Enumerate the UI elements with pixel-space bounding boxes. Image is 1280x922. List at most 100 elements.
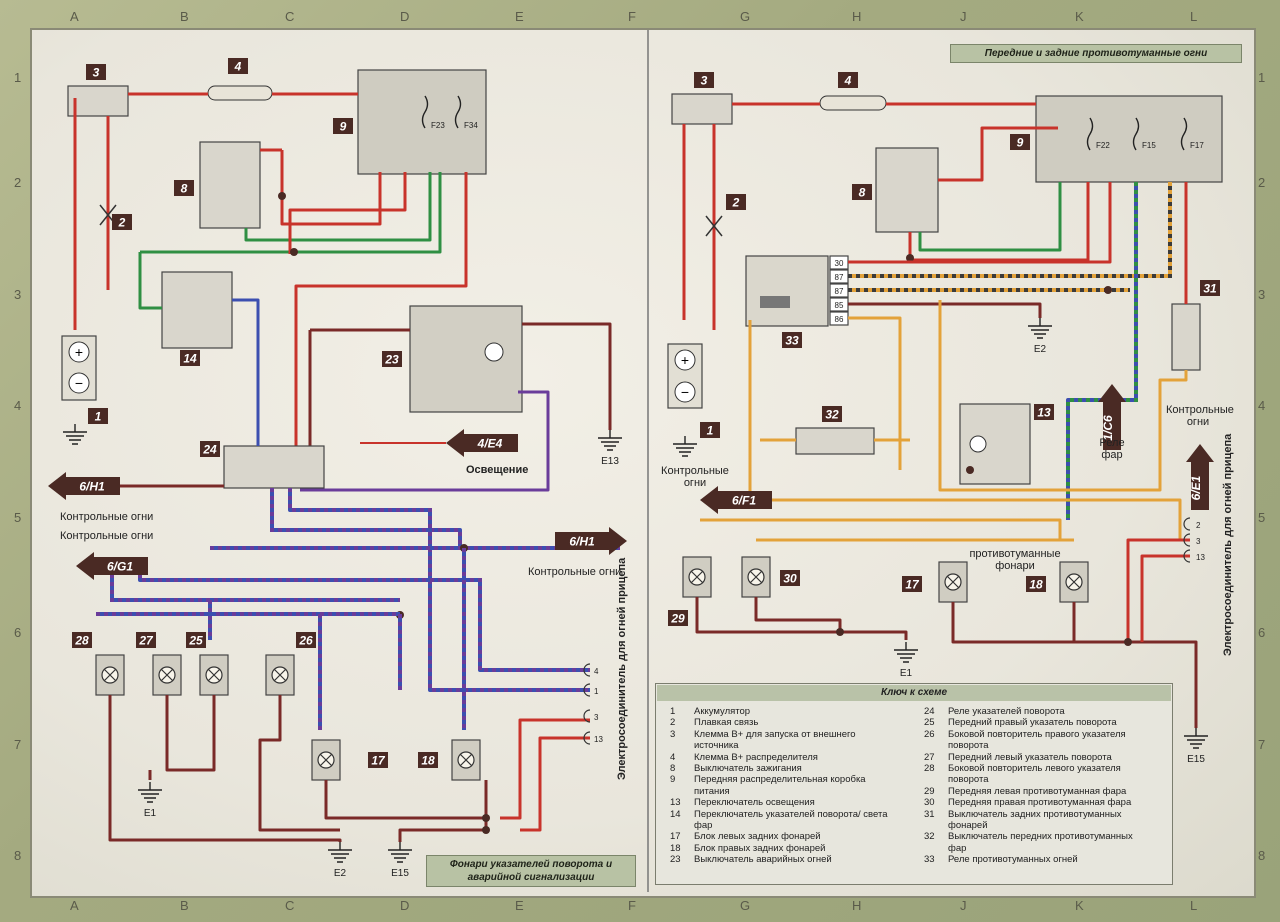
left-return-26 — [258, 695, 340, 832]
right-comp-3-block — [671, 93, 733, 125]
left-hazard-ground-wire — [522, 322, 612, 430]
left-fuse-symbol — [421, 95, 429, 129]
left-comp-18-label-bg — [418, 752, 438, 768]
grid-number-left: 1 — [14, 70, 22, 85]
right-arrow-6-f1: 6/F1 — [732, 494, 756, 508]
left-rear-return — [324, 780, 488, 820]
right-comp-30-label: 30 — [783, 572, 797, 586]
right-relay-junction — [1104, 286, 1112, 294]
right-comp-4-label: 4 — [844, 74, 852, 88]
right-fuse-symbol — [1132, 117, 1140, 151]
left-comp-25-label-bg — [186, 632, 206, 648]
right-battery-minus — [674, 381, 696, 403]
right-relay-pin: 86 — [835, 315, 844, 324]
grid-number-left: 3 — [14, 287, 22, 302]
right-arrow-1-c6-shape — [1098, 384, 1126, 450]
left-pin-13: 13 — [594, 735, 603, 744]
left-battery-minus — [68, 372, 90, 394]
left-ground-e1: E1 — [144, 808, 157, 819]
left-hazard-lamp — [484, 342, 504, 362]
left-comp-27-label-bg — [136, 632, 156, 648]
left-ground-e13: E13 — [601, 456, 619, 467]
left-arrow-4-e4: 4/E4 — [477, 437, 503, 451]
left-ign-wire — [280, 150, 382, 226]
left-comp-28-label-bg — [72, 632, 92, 648]
legend-number: 33 — [924, 854, 935, 866]
right-trailer-connector-label: Электросоединитель для огней прицепа — [1222, 433, 1234, 656]
right-comp-17-label: 17 — [905, 578, 920, 592]
left-comp-27-label: 27 — [138, 634, 154, 648]
right-comp-17-label-bg — [902, 576, 922, 592]
right-comp-18-label: 18 — [1029, 578, 1043, 592]
left-blue-purple-4-stripe — [110, 566, 400, 602]
left-rear-red-1 — [500, 718, 590, 820]
grid-letter-top: G — [740, 9, 751, 24]
left-lamp-17-bulb-cross — [320, 754, 332, 766]
grid-letter-top: L — [1190, 9, 1198, 24]
right-rear-red — [1126, 538, 1190, 642]
legend-text: Клемма B+ распределителя — [694, 751, 818, 763]
right-comp-32-label: 32 — [825, 408, 839, 422]
right-ground-e2-symbol — [1028, 318, 1052, 339]
right-fuse-f15-wire — [1066, 182, 1138, 520]
grid-number-left: 7 — [14, 737, 22, 752]
right-comp-13-label-bg — [1034, 404, 1054, 420]
left-lamp-26-bulb-cross — [274, 669, 286, 681]
right-fuse-symbol — [1180, 117, 1188, 151]
left-comp-24-label-bg — [200, 441, 220, 457]
grid-letter-bottom: L — [1190, 898, 1198, 913]
right-pin-2-shape — [1183, 517, 1191, 531]
left-comp-8-switch — [199, 141, 261, 229]
lighting-label: Освещение — [466, 464, 529, 476]
left-pin-1: 1 — [594, 687, 599, 696]
legend-text: Передний правый указатель поворота — [948, 717, 1117, 729]
left-comp-24-relay — [223, 445, 325, 489]
right-relay-pin: 85 — [835, 301, 844, 310]
grid-number-right: 6 — [1258, 625, 1266, 640]
left-comp-24-label: 24 — [202, 443, 217, 457]
left-arrow-6-g1: 6/G1 — [107, 560, 133, 574]
grid-number-left: 2 — [14, 175, 22, 190]
right-orange-bus-1 — [748, 320, 1182, 540]
pilot-lights-label-right: Контрольные огни — [528, 566, 622, 578]
right-comp-30-label-bg — [780, 570, 800, 586]
right-pin-2: 2 — [1196, 521, 1201, 530]
right-green-wire — [918, 182, 1062, 252]
right-relay-87a-stripe — [848, 182, 1172, 278]
grid-letter-bottom: B — [180, 898, 189, 913]
legend-number: 3 — [670, 728, 676, 740]
left-comp-2-label-bg — [112, 214, 132, 230]
grid-letter-bottom: F — [628, 898, 636, 913]
left-pin-1-shape — [583, 683, 591, 697]
right-comp-2-label-bg — [726, 194, 746, 210]
grid-letter-top: F — [628, 9, 636, 24]
left-comp-3-label: 3 — [93, 66, 100, 80]
grid-letter-top: D — [400, 9, 410, 24]
right-comp-29-label-bg — [668, 610, 688, 626]
legend-number: 9 — [670, 774, 676, 786]
right-comp-32-label-bg — [822, 406, 842, 422]
right-comp-4-label-bg — [838, 72, 858, 88]
left-ground-e15: E15 — [391, 868, 409, 879]
fog-lamps-label: противотуманные фонари — [969, 548, 1061, 572]
right-comp-1-label: 1 — [707, 424, 714, 438]
right-title-text: Передние и задние противотуманные огни — [984, 48, 1208, 59]
left-fuse-label: F23 — [431, 121, 445, 130]
left-comp-8-label-bg — [174, 180, 194, 196]
right-pilot-label: Контрольные огни — [661, 465, 729, 489]
right-fuse-label: F22 — [1096, 141, 1110, 150]
right-comp-1-label-bg — [700, 422, 720, 438]
left-lamp-28-bulb-cross — [104, 669, 116, 681]
right-battery-ground-symbol — [673, 436, 697, 457]
right-lamp-29-bulb-cross — [691, 571, 703, 583]
grid-number-left: 5 — [14, 510, 22, 525]
right-comp-31-switch — [1171, 303, 1201, 371]
legend-number: 23 — [670, 854, 681, 866]
pilot-lights-label-left: Контрольные огни — [60, 511, 154, 523]
left-blue-feed — [232, 298, 260, 446]
